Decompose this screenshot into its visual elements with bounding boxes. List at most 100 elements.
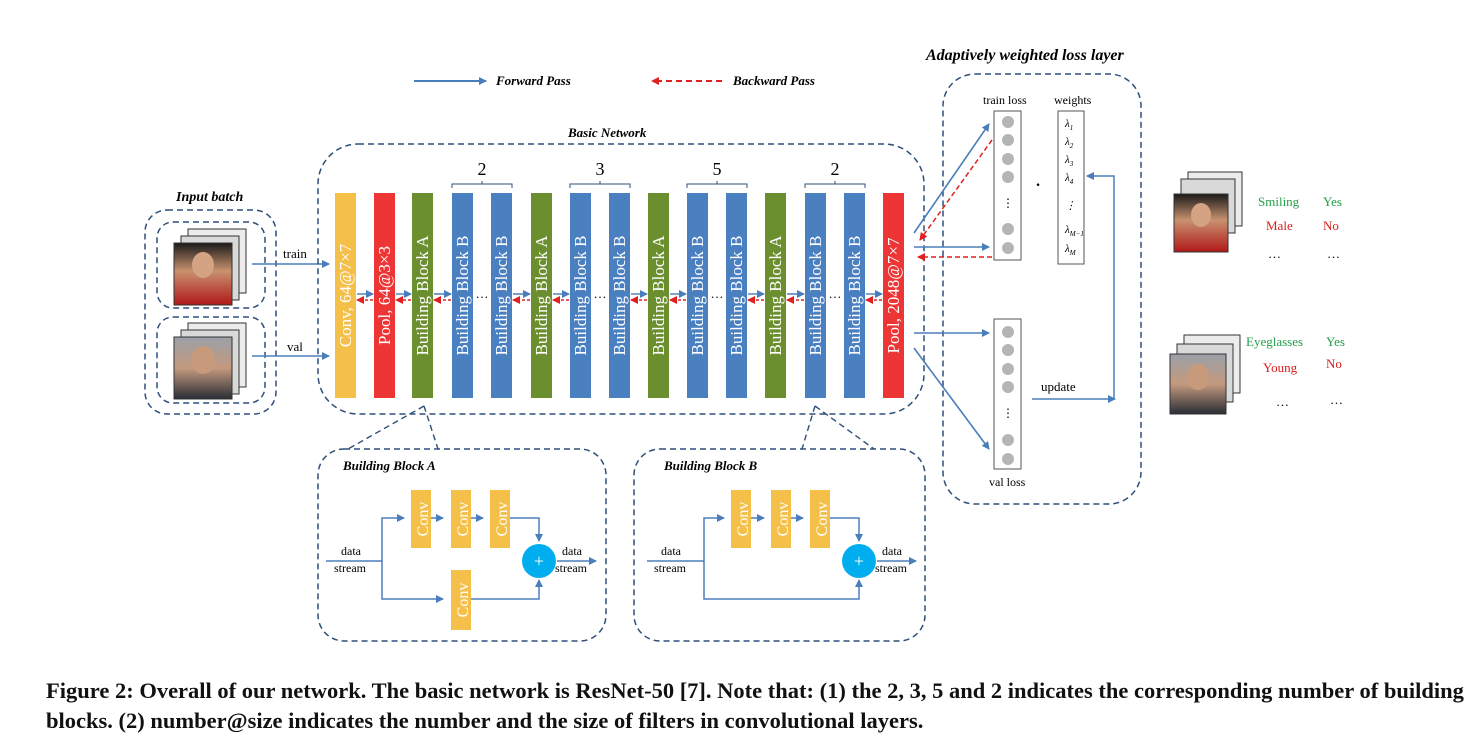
update-weights-arrow xyxy=(1086,172,1115,399)
basic-network-title: Basic Network xyxy=(567,125,647,140)
svg-text:Building Block B: Building Block B xyxy=(610,236,629,356)
elided-blocks-dots: … xyxy=(476,286,489,301)
svg-text:Building Block B: Building Block B xyxy=(806,236,825,356)
block-b-output-label-2: stream xyxy=(875,561,908,575)
block-a-input-label-2: stream xyxy=(334,561,367,575)
basic-network: Basic Network Conv, 64@7×7 Pool, 64@3×3 Bu… xyxy=(317,125,925,415)
building-block-b-3b: Building Block B xyxy=(726,193,747,398)
svg-text:3: 3 xyxy=(596,159,605,179)
neuron-unit xyxy=(1002,116,1014,128)
pool-layer: Pool, 64@3×3 xyxy=(374,193,395,398)
input-batch: Input batch train val xyxy=(144,190,330,415)
train-loss-units xyxy=(1002,116,1014,254)
weights-label: weights xyxy=(1054,93,1092,107)
neuron-unit xyxy=(1002,223,1014,235)
lambda-weight: λ2 xyxy=(1064,136,1074,150)
svg-text:Conv: Conv xyxy=(735,502,752,537)
building-block-a-title: Building Block A xyxy=(342,458,436,473)
svg-text:Building Block A: Building Block A xyxy=(413,235,432,356)
final-pool-layer: Pool, 2048@7×7 xyxy=(883,193,904,398)
output-top-val-1: Yes xyxy=(1323,194,1342,209)
train-loss-label: train loss xyxy=(983,93,1027,107)
neuron-unit xyxy=(1002,326,1014,338)
block-a-output-label-2: stream xyxy=(555,561,588,575)
building-block-b-4a: Building Block B xyxy=(805,193,826,398)
lambda-weight: λM xyxy=(1064,243,1077,257)
block-count-1: 2 xyxy=(451,159,513,188)
svg-text:Pool, 64@3×3: Pool, 64@3×3 xyxy=(375,246,394,345)
building-block-a-3: Building Block A xyxy=(648,193,669,398)
output-top: Smiling Yes Male No … … xyxy=(1173,171,1342,261)
dot-product-symbol: · xyxy=(1034,172,1041,197)
building-block-b-panel: Building Block B data stream Conv Conv C… xyxy=(633,448,926,642)
block-a-add-icon xyxy=(522,544,556,578)
train-loss-vector xyxy=(993,110,1022,261)
block-a-output-label-1: data xyxy=(562,544,583,558)
input-batch-title: Input batch xyxy=(175,190,244,205)
neuron-unit xyxy=(1002,434,1014,446)
lambda-weight: λ4 xyxy=(1064,172,1074,186)
forward-legend-label: Forward Pass xyxy=(495,73,571,88)
svg-text:Conv: Conv xyxy=(775,502,792,537)
weight-lambdas: λ1 λ2 λ3 λ4 ⋮ λM−1 λM xyxy=(1064,118,1084,257)
block-a-input-label-1: data xyxy=(341,544,362,558)
block-b-conv-1: Conv xyxy=(731,490,752,548)
svg-text:Building Block A: Building Block A xyxy=(532,235,551,356)
building-block-b-1b: Building Block B xyxy=(491,193,512,398)
block-a-conv-3: Conv xyxy=(490,490,511,548)
svg-text:…: … xyxy=(1330,392,1343,407)
lambda-weight: λ3 xyxy=(1064,154,1074,168)
loss-layer: Adaptively weighted loss layer train los… xyxy=(925,47,1142,505)
conv-layer: Conv, 64@7×7 xyxy=(335,193,356,398)
lambda-weight: λM−1 xyxy=(1064,224,1084,238)
svg-text:2: 2 xyxy=(831,159,840,179)
block-count-4: 2 xyxy=(804,159,866,188)
neuron-unit xyxy=(1002,381,1014,393)
svg-text:+: + xyxy=(534,551,544,571)
svg-text:⋮: ⋮ xyxy=(1002,196,1014,210)
neuron-unit xyxy=(1002,242,1014,254)
block-b-add-icon xyxy=(842,544,876,578)
output-bottom-attr-2: Young xyxy=(1263,360,1298,375)
svg-text:Conv: Conv xyxy=(455,583,472,618)
svg-text:Conv: Conv xyxy=(415,502,432,537)
building-block-b-2a: Building Block B xyxy=(570,193,591,398)
val-loss-units xyxy=(1002,326,1014,465)
svg-text:…: … xyxy=(1276,394,1289,409)
weights-vector xyxy=(1057,110,1085,265)
svg-text:5: 5 xyxy=(713,159,722,179)
block-count-brackets: 2 3 5 2 xyxy=(451,159,866,188)
svg-text:Building Block B: Building Block B xyxy=(453,236,472,356)
output-bottom-val-1: Yes xyxy=(1326,334,1345,349)
output-bottom: Eyeglasses Yes Young No … … xyxy=(1169,334,1345,415)
building-block-a-4: Building Block A xyxy=(765,193,786,398)
block-a-shortcut-conv: Conv xyxy=(451,570,472,630)
block-count-2: 3 xyxy=(569,159,631,188)
lambda-weight: ⋮ xyxy=(1065,200,1076,212)
basic-network-frame xyxy=(317,143,925,415)
svg-text:Conv, 64@7×7: Conv, 64@7×7 xyxy=(336,243,355,347)
val-loss-label: val loss xyxy=(989,475,1026,489)
update-label: update xyxy=(1041,379,1076,394)
train-label: train xyxy=(283,246,307,261)
building-block-a-frame xyxy=(317,448,607,642)
elided-blocks-dots: … xyxy=(829,286,842,301)
neuron-unit xyxy=(1002,153,1014,165)
backward-legend-label: Backward Pass xyxy=(732,73,815,88)
svg-text:Pool, 2048@7×7: Pool, 2048@7×7 xyxy=(884,237,903,353)
neuron-unit xyxy=(1002,363,1014,375)
svg-text:…: … xyxy=(1327,246,1340,261)
svg-text:Conv: Conv xyxy=(455,502,472,537)
lambda-weight: λ1 xyxy=(1064,118,1073,132)
val-loss-vector xyxy=(993,318,1022,470)
building-block-b-3a: Building Block B xyxy=(687,193,708,398)
elided-blocks-dots: … xyxy=(711,286,724,301)
svg-text:Building Block B: Building Block B xyxy=(571,236,590,356)
legend: Forward Pass Backward Pass xyxy=(414,73,815,88)
input-batch-frame xyxy=(144,209,277,415)
block-b-input-label-2: stream xyxy=(654,561,687,575)
block-b-input-label-1: data xyxy=(661,544,682,558)
building-block-b-title: Building Block B xyxy=(663,458,758,473)
neuron-unit xyxy=(1002,171,1014,183)
